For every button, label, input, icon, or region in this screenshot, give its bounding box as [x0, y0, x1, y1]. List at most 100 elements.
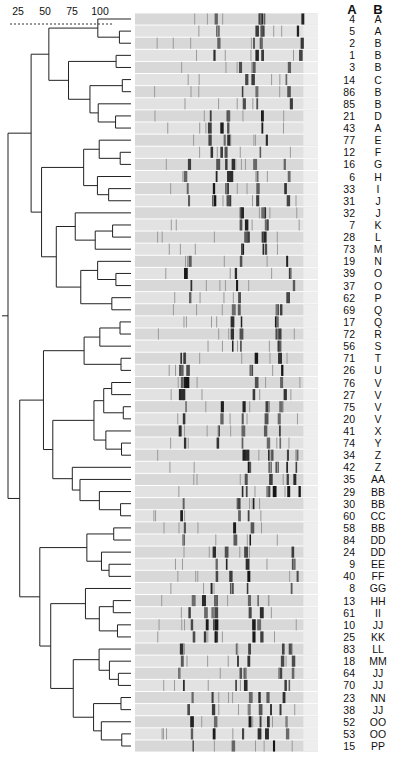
- gel-faint-band: [215, 534, 216, 545]
- gel-faint-band: [276, 304, 277, 315]
- gel-faint-band: [295, 195, 296, 206]
- pattern-letter: T: [375, 352, 381, 364]
- gel-band: [213, 50, 215, 61]
- dendrogram-branch: [56, 287, 80, 288]
- gel-band: [256, 183, 259, 194]
- gel-band: [211, 583, 213, 594]
- gel-band: [249, 534, 251, 545]
- gel-lane: [135, 304, 318, 315]
- gel-lane-end: [303, 716, 318, 727]
- dendrogram-branch: [81, 270, 98, 271]
- gel-lane: [135, 280, 318, 291]
- gel-lane-end: [303, 462, 318, 473]
- gel-band: [252, 631, 255, 642]
- dendrogram-branch: [75, 212, 131, 213]
- gel-lane: [135, 680, 318, 691]
- gel-band: [212, 692, 214, 703]
- isolate-number: 27: [343, 389, 355, 401]
- gel-faint-band: [185, 256, 186, 267]
- gel-lane: [135, 292, 318, 303]
- gel-band: [214, 607, 218, 618]
- gel-band: [240, 207, 244, 218]
- dendrogram-branch: [73, 659, 99, 660]
- gel-band: [267, 716, 270, 727]
- gel-band: [212, 704, 215, 715]
- dendrogram-branch: [84, 364, 121, 365]
- isolate-number: 20: [343, 413, 355, 425]
- dendrogram-branch: [106, 430, 131, 431]
- gel-faint-band: [194, 13, 195, 24]
- gel-faint-band: [158, 328, 159, 339]
- gel-faint-band: [169, 462, 170, 473]
- dendrogram-branch: [118, 673, 131, 674]
- pattern-letter: HH: [370, 595, 385, 607]
- gel-band: [208, 122, 212, 133]
- gel-band: [220, 413, 223, 424]
- gel-faint-band: [255, 740, 256, 751]
- gel-lane: [135, 644, 318, 655]
- dendrogram-branch: [121, 370, 131, 371]
- gel-band: [189, 292, 191, 303]
- gel-faint-band: [223, 195, 224, 206]
- gel-band: [187, 183, 189, 194]
- gel-faint-band: [205, 122, 206, 133]
- gel-lane: [135, 704, 318, 715]
- gel-band: [287, 474, 289, 485]
- gel-band: [291, 583, 293, 594]
- dendrogram-branch: [94, 440, 106, 441]
- gel-faint-band: [232, 692, 233, 703]
- gel-lane-end: [303, 631, 318, 642]
- gel-lane-end: [303, 401, 318, 412]
- gel-faint-band: [195, 571, 196, 582]
- gel-lane-end: [303, 438, 318, 449]
- gel-lane: [135, 656, 318, 667]
- gel-lane-end: [303, 571, 318, 582]
- gel-faint-band: [283, 122, 284, 133]
- gel-faint-band: [222, 341, 223, 352]
- gel-faint-band: [174, 680, 175, 691]
- gel-band: [240, 328, 244, 339]
- gel-faint-band: [247, 413, 248, 424]
- gel-lane: [135, 462, 318, 473]
- gel-faint-band: [183, 534, 184, 545]
- gel-faint-band: [252, 498, 253, 509]
- gel-faint-band: [237, 183, 238, 194]
- gel-faint-band: [293, 559, 294, 570]
- gel-band: [282, 692, 285, 703]
- gel-faint-band: [230, 268, 231, 279]
- gel-lane-end: [303, 595, 318, 606]
- isolate-number: 7: [349, 219, 355, 231]
- gel-band: [296, 450, 298, 461]
- gel-lane: [135, 74, 318, 85]
- dendrogram-branch: [20, 596, 40, 597]
- gel-band: [212, 607, 214, 618]
- pattern-letter: B: [374, 98, 381, 110]
- gel-faint-band: [271, 74, 272, 85]
- gel-faint-band: [159, 619, 160, 630]
- gel-band: [286, 728, 289, 739]
- gel-faint-band: [171, 389, 172, 400]
- isolate-number: 70: [343, 679, 355, 691]
- gel-lane: [135, 244, 318, 255]
- gel-band: [291, 547, 294, 558]
- gel-band: [261, 26, 265, 37]
- pattern-letter: LL: [372, 643, 384, 655]
- dendrogram-branch: [113, 224, 131, 225]
- gel-band: [268, 450, 270, 461]
- isolate-number: 34: [343, 449, 355, 461]
- isolate-number: 43: [343, 122, 355, 134]
- gel-faint-band: [154, 86, 155, 97]
- gel-faint-band: [184, 98, 185, 109]
- gel-lane: [135, 474, 318, 485]
- gel-faint-band: [288, 438, 289, 449]
- pattern-letter: B: [374, 37, 381, 49]
- gel-faint-band: [177, 571, 178, 582]
- gel-band: [233, 534, 237, 545]
- gel-faint-band: [180, 244, 181, 255]
- pattern-letter: DD: [370, 546, 385, 558]
- gel-faint-band: [191, 86, 192, 97]
- gel-lane: [135, 631, 318, 642]
- gel-lane-end: [303, 583, 318, 594]
- isolate-number: 30: [343, 498, 355, 510]
- dendrogram-branch: [31, 54, 49, 55]
